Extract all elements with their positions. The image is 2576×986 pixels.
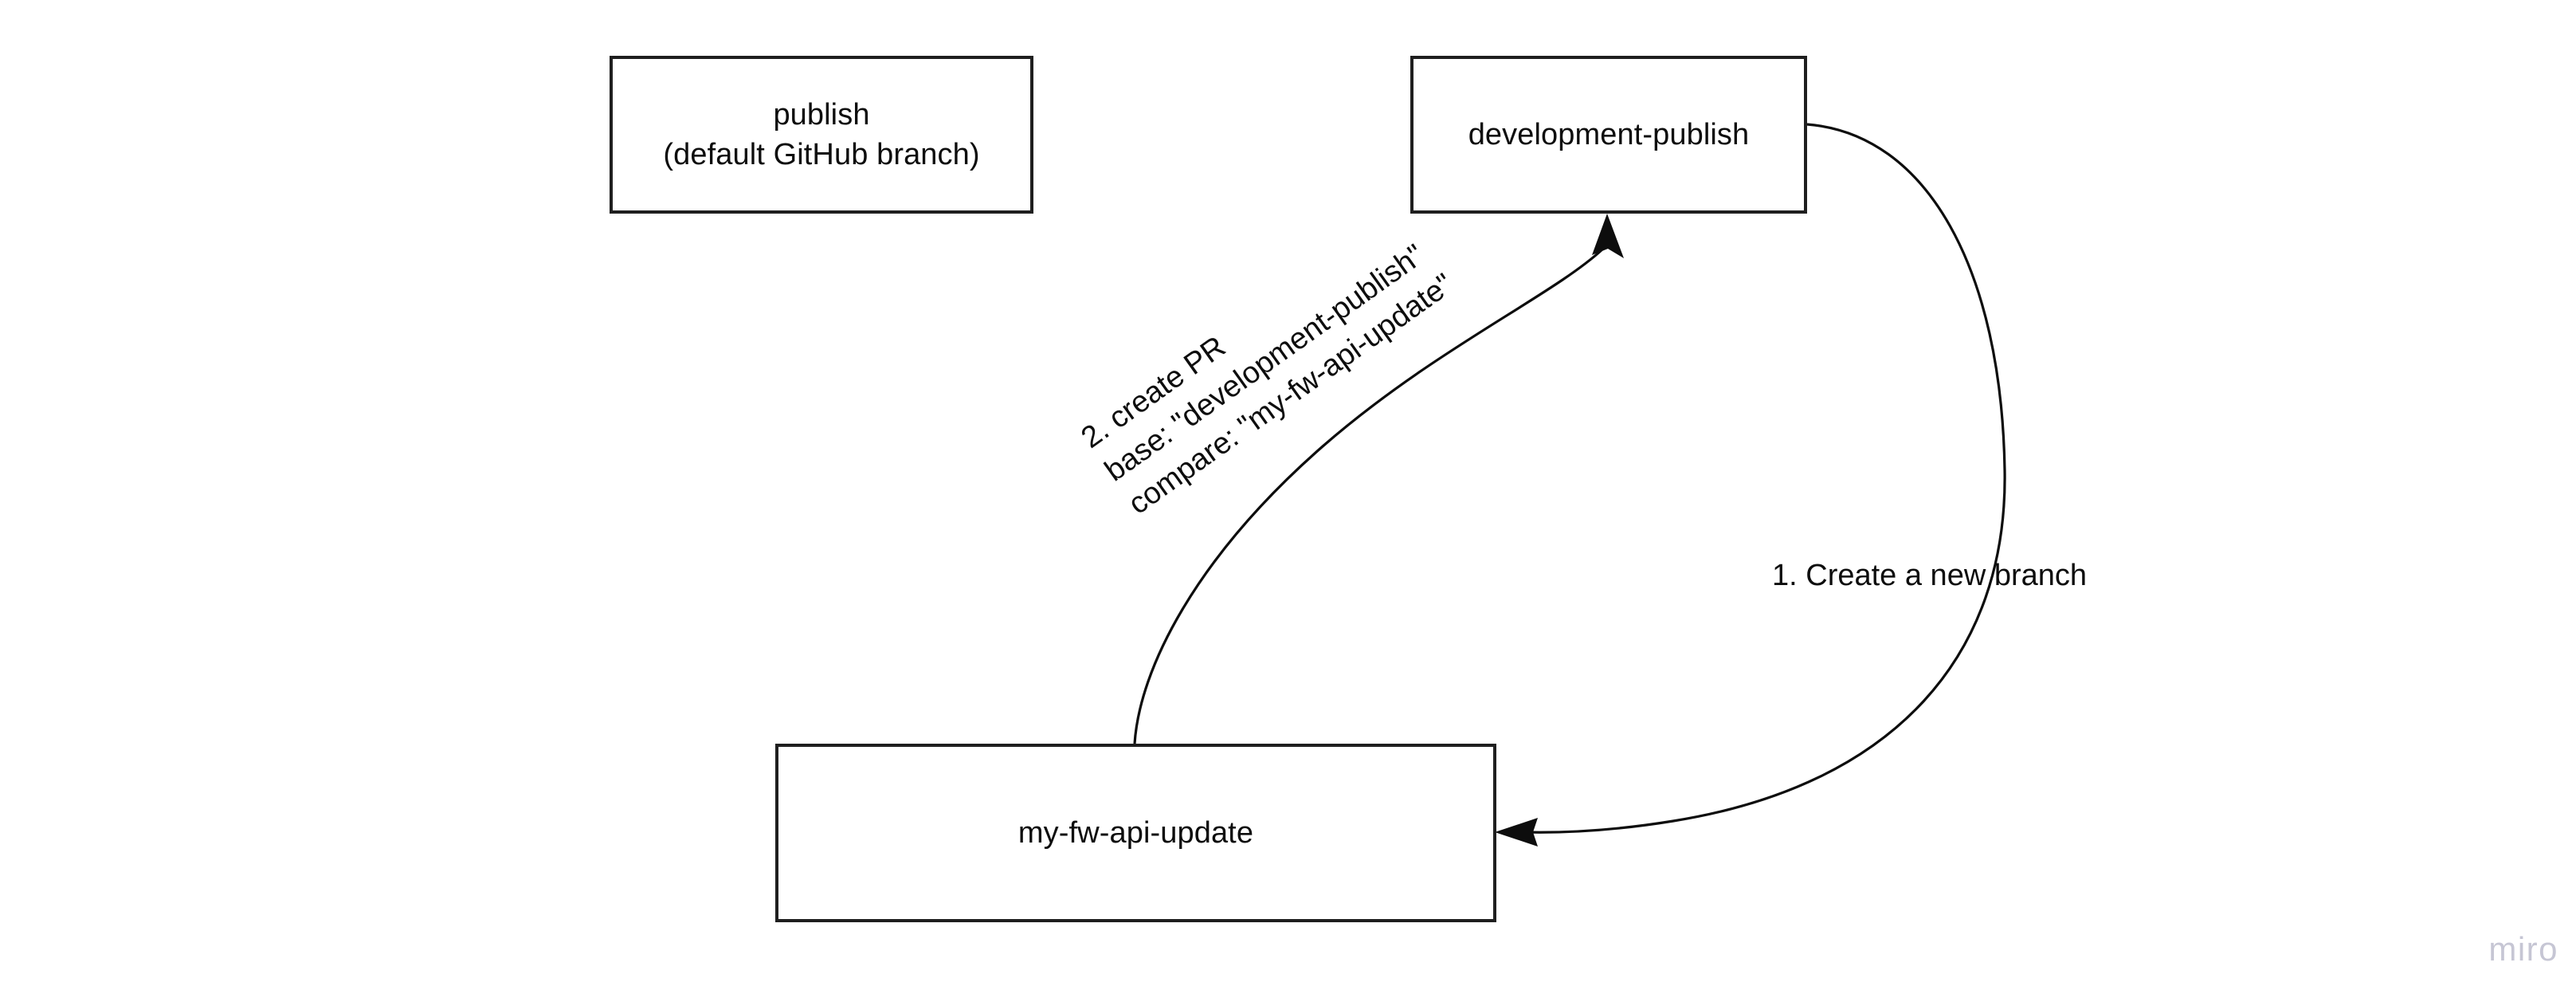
edge-label-create-branch[interactable]: 1. Create a new branch — [1772, 559, 2088, 592]
edge-create-pr-arrowhead — [1592, 214, 1624, 258]
node-development-publish[interactable]: development-publish — [1410, 56, 1807, 214]
edge-label-create-pr-line2: base: "development-publish" — [1099, 238, 1431, 489]
edge-create-branch-path — [1523, 123, 2006, 834]
node-my-fw-api-update[interactable]: my-fw-api-update — [775, 744, 1496, 922]
node-publish[interactable]: publish (default GitHub branch) — [610, 56, 1033, 214]
node-publish-label: publish (default GitHub branch) — [663, 97, 980, 171]
node-my-fw-api-update-label: my-fw-api-update — [1017, 815, 1254, 850]
miro-watermark: miro — [2488, 930, 2558, 968]
edge-create-branch — [1495, 123, 2006, 847]
node-development-publish-label: development-publish — [1468, 117, 1750, 151]
edge-create-branch-arrowhead — [1495, 818, 1538, 847]
